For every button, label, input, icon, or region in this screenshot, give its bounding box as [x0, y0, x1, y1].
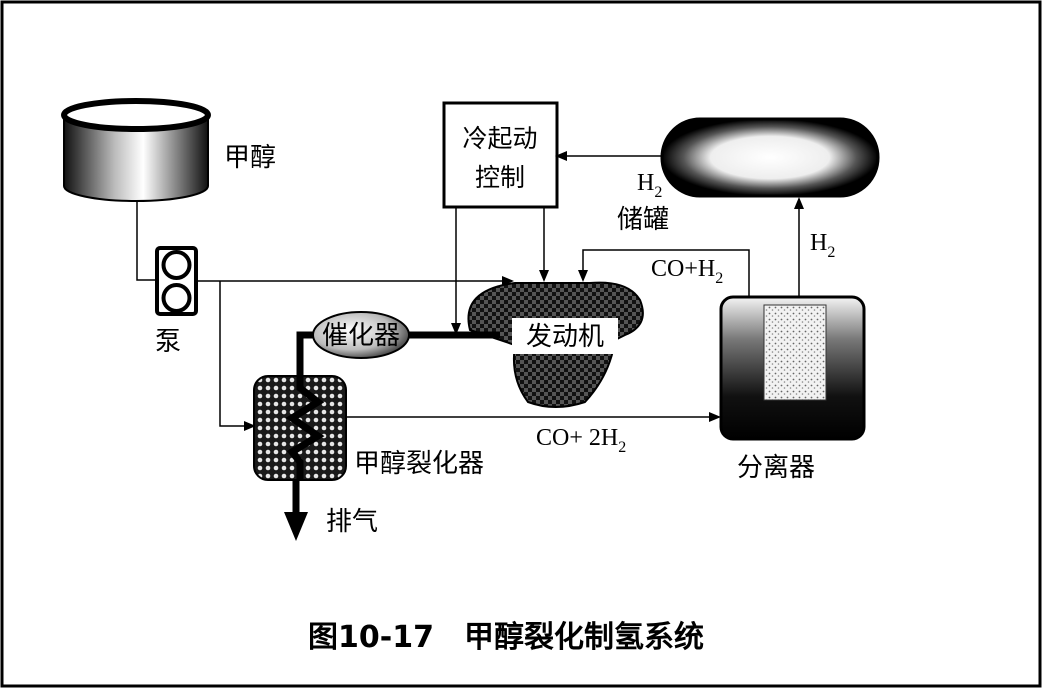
exhaust-arrow	[284, 512, 308, 541]
separator-label: 分离器	[737, 453, 815, 483]
methanol-label: 甲醇	[224, 143, 276, 173]
cracker-heat-coil	[285, 376, 325, 480]
separator-to-engine-flow-label: CO+H2	[651, 256, 723, 287]
cold-start-control-box	[442, 101, 559, 209]
catalytic-converter-label: 催化器	[322, 321, 400, 351]
tank-to-pump-line	[136, 200, 157, 281]
h2-storage-tank	[660, 117, 880, 198]
methanol-cracker-label: 甲醇裂化器	[354, 449, 484, 479]
catalytic-to-cracker-pipe	[296, 331, 313, 376]
exhaust-label: 排气	[326, 507, 378, 537]
engine-label: 发动机	[526, 322, 604, 352]
engine-label-box	[512, 318, 618, 354]
separator-to-storage-flow-label: H2	[810, 230, 835, 261]
cold-start-control-label-line1: 冷起动	[462, 124, 537, 153]
pump-label: 泵	[155, 327, 181, 357]
figure-caption: 图10-17 甲醇裂化制氢系统	[308, 620, 704, 655]
methanol-tank	[61, 98, 211, 202]
cold-start-control-label-line2: 控制	[475, 163, 525, 192]
h2-storage-label: 储罐	[617, 205, 669, 235]
pump-to-cracker-line	[219, 281, 256, 431]
cracker-to-separator-flow-label: CO+ 2H2	[536, 425, 626, 456]
figure-title: 甲醇裂化制氢系统	[464, 620, 704, 655]
h2-storage-gas-label: H2	[637, 170, 662, 201]
separator-to-engine-line	[578, 249, 750, 297]
separator-inner-element	[763, 304, 827, 401]
pump	[155, 246, 198, 316]
figure-number: 图10-17	[308, 620, 434, 655]
